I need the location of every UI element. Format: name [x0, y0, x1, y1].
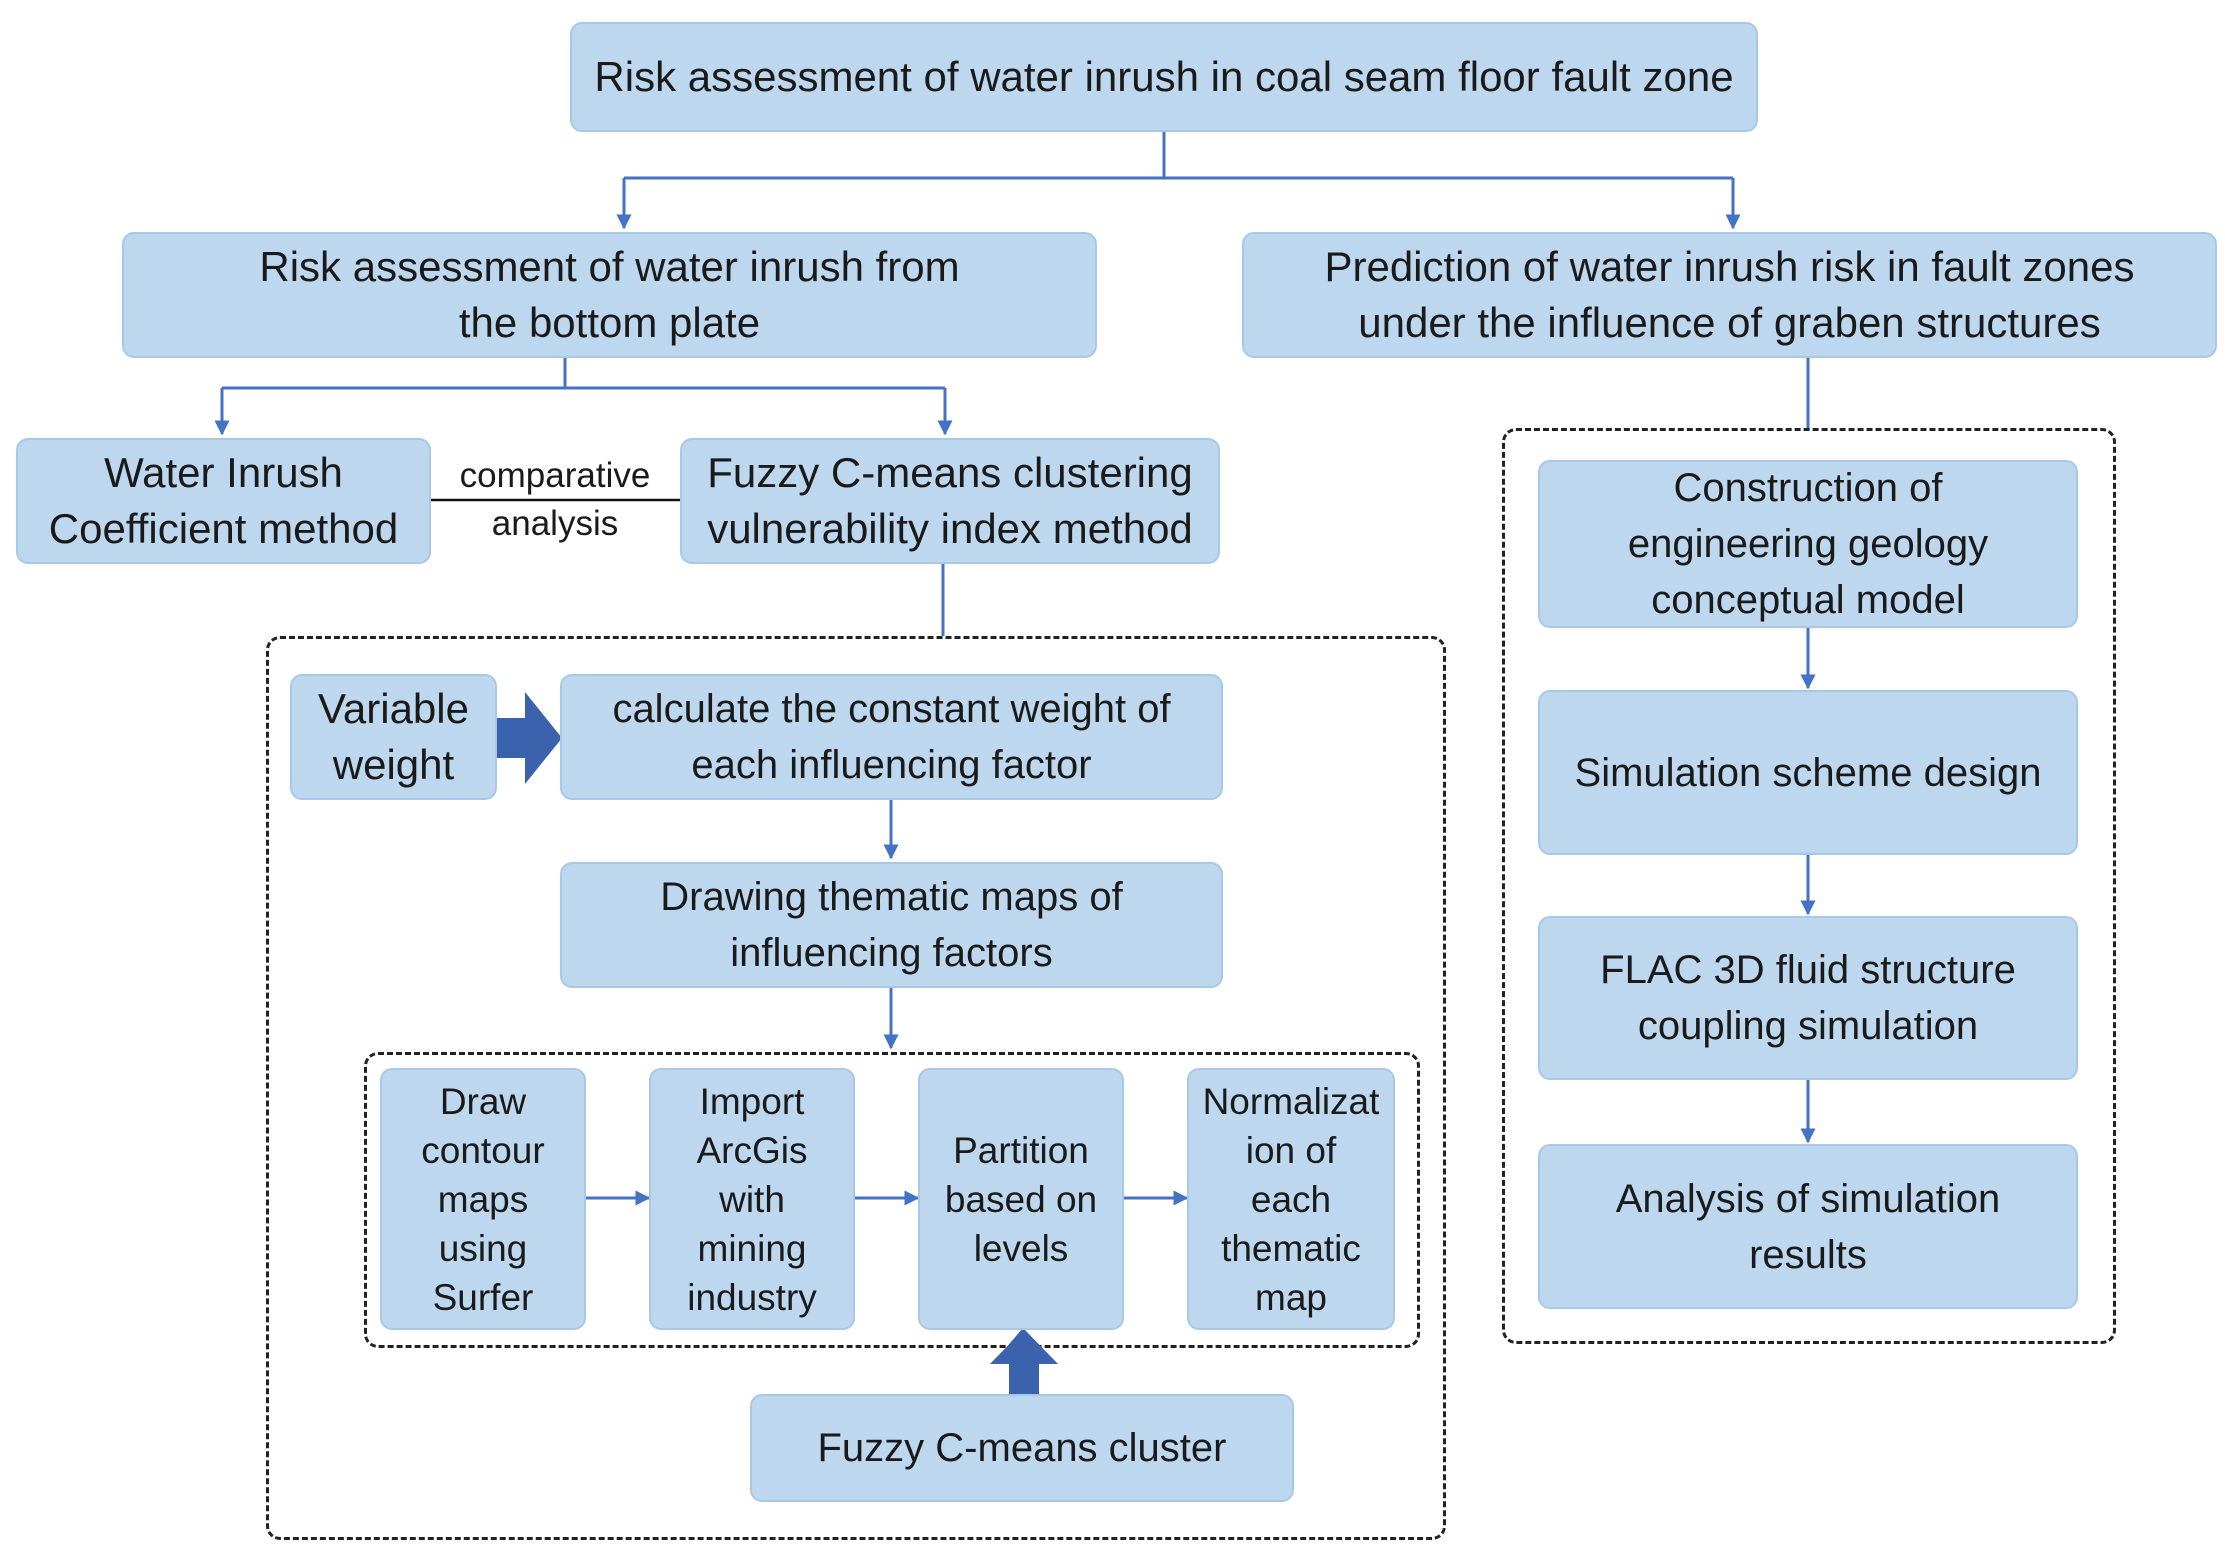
graben-node: Prediction of water inrush risk in fault… [1242, 232, 2217, 358]
variable-weight-node: Variable weight [290, 674, 497, 800]
simulation-group [1502, 428, 2116, 1344]
arcgis-node: Import ArcGis with mining industry [649, 1068, 855, 1330]
construction-node: Construction of engineering geology conc… [1538, 460, 2078, 628]
wic-method-node: Water Inrush Coefficient method [16, 438, 431, 564]
constant-weight-node: calculate the constant weight of each in… [560, 674, 1223, 800]
partition-node: Partition based on levels [918, 1068, 1124, 1330]
flac-node: FLAC 3D fluid structure coupling simulat… [1538, 916, 2078, 1080]
root-node: Risk assessment of water inrush in coal … [570, 22, 1758, 132]
cluster-arrow-body [990, 1329, 1058, 1394]
analysis-node: Analysis of simulation results [1538, 1144, 2078, 1309]
scheme-node: Simulation scheme design [1538, 690, 2078, 855]
map-processing-group [364, 1052, 1420, 1348]
comparative-analysis-label: comparative analysis [459, 456, 651, 543]
fcm-vuln-node: Fuzzy C-means clustering vulnerability i… [680, 438, 1220, 564]
variable-weight-arrow [497, 692, 562, 784]
thematic-maps-node: Drawing thematic maps of influencing fac… [560, 862, 1223, 988]
bottom-plate-node: Risk assessment of water inrush from the… [122, 232, 1097, 358]
surfer-node: Draw contour maps using Surfer [380, 1068, 586, 1330]
normalization-node: Normalizat ion of each thematic map [1187, 1068, 1395, 1330]
left-method-group [266, 636, 1446, 1540]
fcm-cluster-node: Fuzzy C-means cluster [750, 1394, 1294, 1502]
